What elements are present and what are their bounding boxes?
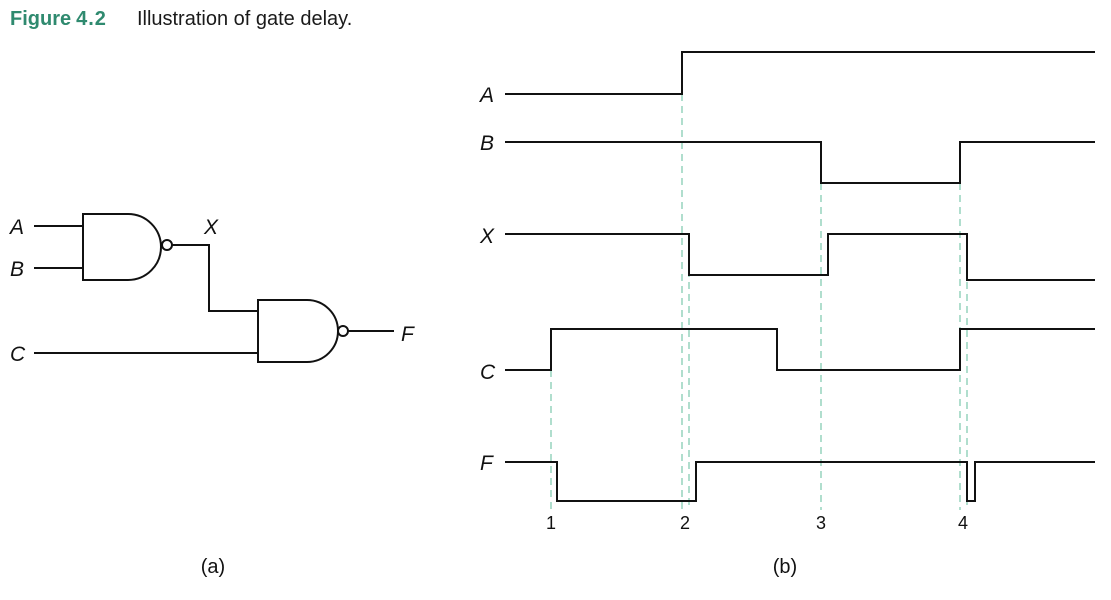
signal-b-label: B <box>480 132 494 155</box>
marker-2: 2 <box>680 513 690 533</box>
waveform-a <box>505 51 1095 95</box>
signal-f-label: F <box>480 452 494 475</box>
waveform-b <box>505 141 1095 184</box>
signal-a-label: A <box>478 84 494 107</box>
waveform-f <box>505 461 1095 502</box>
nand-gate-1-bubble <box>161 239 173 251</box>
waveform-x <box>505 233 1095 281</box>
nand-gate-2-bubble <box>337 325 349 337</box>
signal-c-label: C <box>480 361 496 384</box>
figure-label: Figure <box>10 8 72 30</box>
marker-1: 1 <box>546 513 556 533</box>
timing-diagram: A B X C F 1 2 3 4 (b) <box>478 51 1095 578</box>
input-c-label: C <box>10 343 26 366</box>
input-b-label: B <box>10 258 24 281</box>
marker-4: 4 <box>958 513 968 533</box>
output-f-label: F <box>401 323 415 346</box>
waveform-c <box>505 328 1095 371</box>
nand-gate-2 <box>257 299 339 363</box>
signal-x-label: X <box>479 225 495 248</box>
node-x-label: X <box>203 216 219 239</box>
figure-number: 4.2 <box>76 8 107 30</box>
figure-title: Illustration of gate delay. <box>136 8 353 30</box>
caption-b: (b) <box>773 556 797 578</box>
circuit-diagram: A B C X F (a) <box>8 213 415 578</box>
input-a-label: A <box>8 216 24 239</box>
caption-a: (a) <box>201 556 225 578</box>
marker-3: 3 <box>816 513 826 533</box>
wire-x <box>172 244 258 312</box>
nand-gate-1 <box>82 213 162 281</box>
